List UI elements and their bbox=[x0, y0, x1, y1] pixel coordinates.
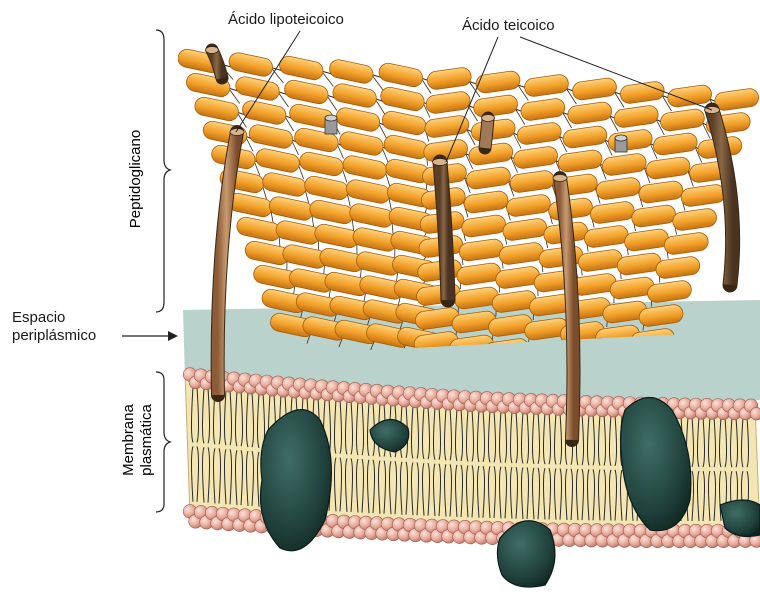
glycan-unit bbox=[538, 245, 584, 269]
glycan-unit bbox=[456, 262, 502, 286]
label-peptidoglycan: Peptidoglicano bbox=[127, 119, 145, 239]
glycan-unit bbox=[520, 98, 566, 122]
glycan-unit bbox=[498, 242, 544, 266]
lipoteichoic-acid-rod-cap bbox=[553, 175, 567, 182]
glycan-unit bbox=[458, 238, 504, 262]
glycan-unit bbox=[652, 132, 698, 156]
teichoic-acid-rod-cap bbox=[482, 115, 495, 122]
glycan-unit bbox=[425, 91, 471, 115]
glycan-unit bbox=[589, 201, 635, 225]
glycan-unit bbox=[283, 79, 330, 106]
glycan-unit bbox=[382, 134, 429, 161]
glycan-unit bbox=[516, 122, 562, 146]
glycan-unit bbox=[335, 106, 382, 133]
glycan-unit bbox=[261, 171, 308, 198]
glycan-unit bbox=[562, 125, 608, 149]
glycan-unit bbox=[663, 232, 709, 256]
glycan-unit bbox=[348, 202, 395, 229]
glycan-unit bbox=[672, 208, 718, 232]
label-periplasmic-line1: Espacio bbox=[12, 309, 96, 327]
glycan-unit bbox=[572, 77, 618, 101]
glycan-unit bbox=[619, 81, 665, 105]
glycan-unit bbox=[505, 194, 551, 218]
glycan-unit bbox=[426, 67, 472, 91]
teichoic-acid-rod bbox=[485, 118, 488, 148]
leader-teichoic-2 bbox=[520, 37, 712, 110]
glycan-unit bbox=[667, 84, 713, 108]
teichoic-acid-rod-cap bbox=[206, 47, 219, 54]
glycan-unit bbox=[303, 175, 350, 202]
glycan-unit bbox=[235, 216, 282, 243]
glycan-unit bbox=[583, 225, 629, 249]
glycan-unit bbox=[381, 110, 428, 137]
glycan-unit bbox=[227, 51, 274, 78]
glycan-unit bbox=[338, 130, 385, 157]
glycan-unit bbox=[567, 101, 613, 125]
glycan-unit bbox=[659, 108, 705, 132]
teichoic-acid-rod bbox=[440, 162, 448, 300]
glycan-unit bbox=[248, 123, 295, 150]
glycan-unit bbox=[601, 153, 647, 177]
glycan-unit bbox=[424, 115, 470, 139]
glycan-unit bbox=[495, 266, 541, 290]
glycan-unit bbox=[308, 199, 355, 226]
label-periplasmic-line2: periplásmico bbox=[12, 327, 96, 345]
grey-stub-cap bbox=[615, 135, 627, 141]
glycan-unit bbox=[502, 218, 548, 242]
glycan-unit bbox=[341, 154, 388, 181]
label-lipoteichoic-acid: Ácido lipoteicoico bbox=[228, 11, 344, 28]
glycan-unit bbox=[523, 74, 569, 98]
label-teichoic-acid: Ácido teicoico bbox=[462, 17, 555, 34]
glycan-unit bbox=[607, 129, 653, 153]
glycan-unit bbox=[513, 146, 559, 170]
glycan-unit bbox=[379, 86, 426, 113]
glycan-unit bbox=[714, 88, 760, 112]
teichoic-acid-rod-cap bbox=[433, 159, 448, 166]
glycan-unit bbox=[298, 151, 345, 178]
grey-stub-cap bbox=[325, 115, 337, 121]
glycan-unit bbox=[638, 180, 684, 204]
glycan-unit bbox=[509, 170, 555, 194]
glycan-unit bbox=[331, 82, 378, 109]
glycan-unit bbox=[328, 58, 375, 85]
glycan-unit bbox=[645, 156, 691, 180]
lipid-head bbox=[750, 407, 760, 420]
glycan-unit bbox=[616, 252, 662, 276]
glycan-unit bbox=[613, 105, 659, 129]
glycan-unit bbox=[274, 219, 321, 246]
glycan-unit bbox=[623, 228, 669, 252]
glycan-unit bbox=[461, 214, 507, 238]
label-membrane-line1: Membrana bbox=[120, 385, 138, 495]
glycan-unit bbox=[193, 96, 240, 123]
label-membrane-line2: plasmática bbox=[138, 385, 156, 495]
glycan-unit bbox=[595, 177, 641, 201]
glycan-unit bbox=[680, 184, 726, 208]
glycan-unit bbox=[278, 55, 325, 82]
glycan-unit bbox=[631, 204, 677, 228]
bracket-peptidoglycan bbox=[156, 30, 170, 312]
glycan-unit bbox=[377, 62, 424, 89]
glycan-unit bbox=[345, 178, 392, 205]
glycan-unit bbox=[557, 149, 603, 173]
glycan-unit bbox=[465, 166, 511, 190]
glycan-unit bbox=[475, 70, 521, 94]
glycan-unit bbox=[254, 147, 301, 174]
glycan-unit bbox=[463, 190, 509, 214]
glycan-unit bbox=[473, 94, 519, 118]
glycan-unit bbox=[577, 249, 623, 273]
periplasm-arrow-head bbox=[168, 331, 178, 341]
glycan-unit bbox=[655, 256, 701, 280]
label-periplasmic-space: Espacio periplásmico bbox=[12, 309, 96, 345]
label-plasma-membrane: Membrana plasmática bbox=[120, 385, 160, 495]
